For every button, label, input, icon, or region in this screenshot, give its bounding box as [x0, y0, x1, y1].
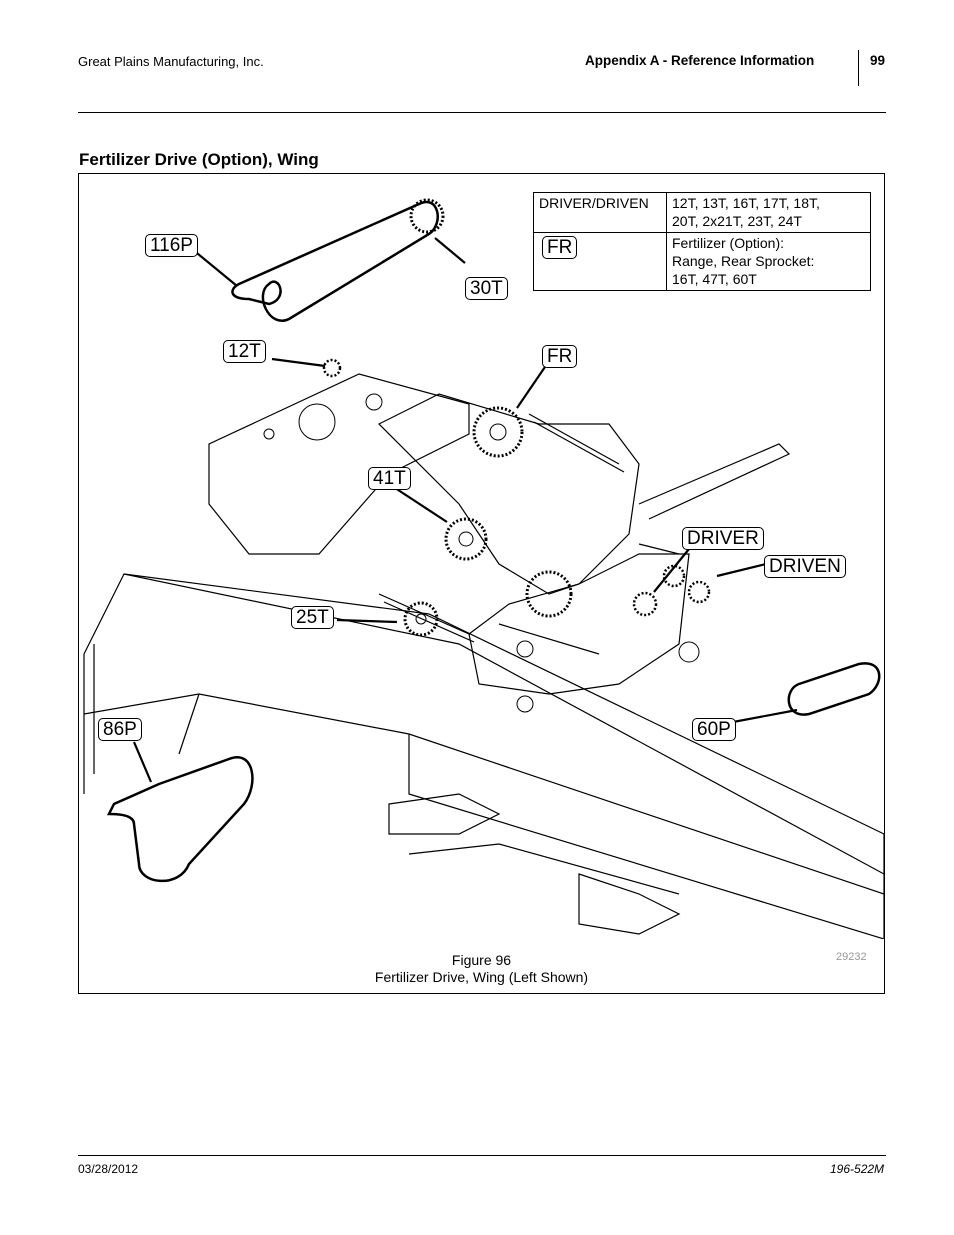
- fr-values-line2: Range, Rear Sprocket:: [672, 253, 815, 269]
- callout-30t: 30T: [465, 277, 508, 300]
- exploded-view-drawing: [83, 198, 884, 939]
- drawing-number: 29232: [836, 951, 867, 963]
- footer-rule: [78, 1155, 886, 1156]
- driver-driven-values: 12T, 13T, 16T, 17T, 18T, 20T, 2x21T, 23T…: [666, 192, 871, 233]
- callout-12t: 12T: [223, 340, 266, 363]
- header-divider: [858, 50, 859, 86]
- fr-label: FR: [542, 236, 578, 259]
- figure-number: Figure 96: [451, 952, 512, 968]
- figure-frame: [78, 173, 885, 994]
- callout-86p: 86P: [98, 718, 142, 741]
- callout-41t: 41T: [368, 467, 411, 490]
- figure-caption: Figure 96 Fertilizer Drive, Wing (Left S…: [78, 952, 885, 986]
- callout-116p: 116P: [145, 234, 198, 257]
- driver-driven-values-line1: 12T, 13T, 16T, 17T, 18T,: [672, 195, 820, 211]
- header-rule: [78, 112, 886, 113]
- page-number: 99: [870, 53, 886, 68]
- section-name: Appendix A - Reference Information: [585, 53, 815, 68]
- table-row: DRIVER/DRIVEN 12T, 13T, 16T, 17T, 18T, 2…: [533, 192, 871, 233]
- fr-values: Fertilizer (Option): Range, Rear Sprocke…: [666, 232, 871, 291]
- footer-date: 03/28/2012: [78, 1162, 139, 1176]
- callout-60p: 60P: [692, 718, 736, 741]
- fr-values-line3: 16T, 47T, 60T: [672, 271, 757, 287]
- callout-driver: DRIVER: [682, 527, 764, 550]
- fr-label-cell: FR: [533, 232, 667, 291]
- table-row: FR Fertilizer (Option): Range, Rear Spro…: [533, 232, 871, 291]
- callout-25t: 25T: [291, 606, 334, 629]
- reference-table: DRIVER/DRIVEN 12T, 13T, 16T, 17T, 18T, 2…: [533, 192, 871, 291]
- driver-driven-label: DRIVER/DRIVEN: [533, 192, 667, 233]
- callout-fr: FR: [542, 345, 578, 368]
- company-name: Great Plains Manufacturing, Inc.: [78, 54, 264, 69]
- section-title: Fertilizer Drive (Option), Wing: [79, 150, 319, 169]
- callout-driven: DRIVEN: [764, 555, 846, 578]
- footer-doc-number: 196-522M: [830, 1162, 885, 1176]
- driver-driven-values-line2: 20T, 2x21T, 23T, 24T: [672, 213, 802, 229]
- fr-values-line1: Fertilizer (Option):: [672, 235, 785, 251]
- figure-title: Fertilizer Drive, Wing (Left Shown): [374, 969, 589, 985]
